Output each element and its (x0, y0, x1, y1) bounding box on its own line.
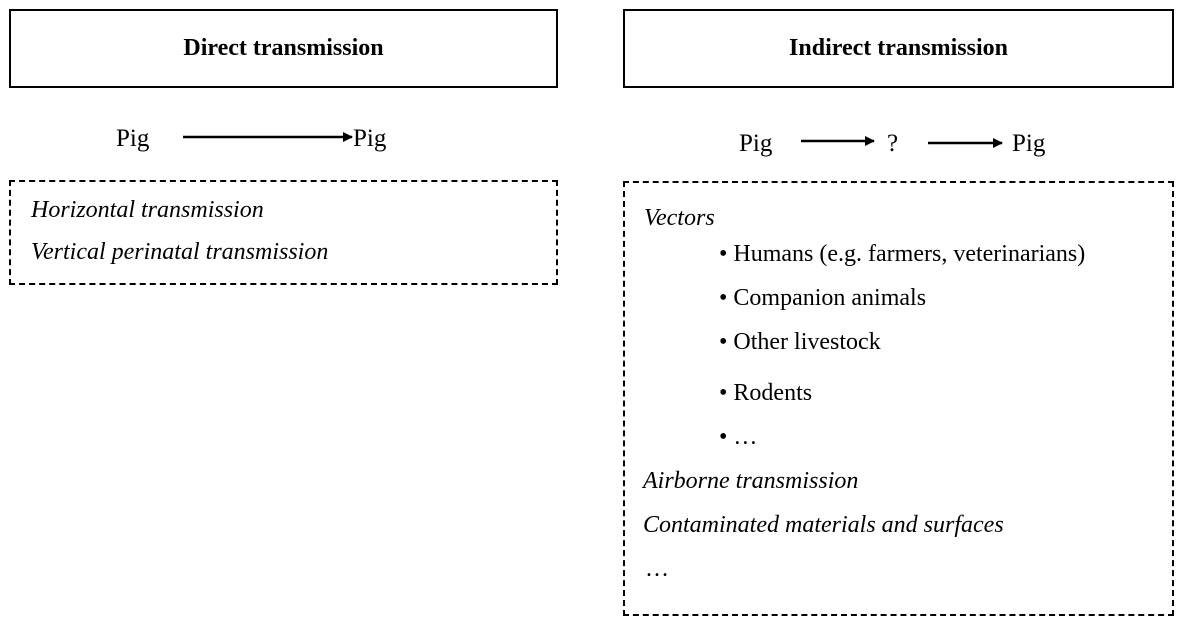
direct-source-pig: Pig (116, 125, 150, 152)
direct-transmission-title: Direct transmission (183, 35, 384, 61)
indirect-routes-box (623, 181, 1174, 616)
indirect-target-pig: Pig (1012, 130, 1046, 157)
indirect-intermediate: ? (887, 130, 899, 157)
route-contaminated-materials: Contaminated materials and surfaces (643, 512, 1004, 538)
vector-rodents: • Rodents (719, 380, 813, 406)
direct-routes-box (9, 180, 558, 285)
indirect-transmission-header: Indirect transmission (623, 9, 1174, 88)
route-horizontal: Horizontal transmission (31, 197, 264, 223)
indirect-source-pig: Pig (739, 130, 773, 157)
indirect-transmission-title: Indirect transmission (789, 35, 1008, 61)
route-airborne: Airborne transmission (643, 468, 859, 494)
vector-other-livestock: • Other livestock (719, 329, 881, 355)
direct-transmission-header: Direct transmission (9, 9, 558, 88)
direct-target-pig: Pig (353, 125, 387, 152)
vector-ellipsis: • … (719, 424, 758, 450)
vector-companion-animals: • Companion animals (719, 285, 927, 311)
vectors-label: Vectors (644, 205, 715, 231)
route-vertical-perinatal: Vertical perinatal transmission (31, 239, 329, 265)
vector-humans: • Humans (e.g. farmers, veterinarians) (719, 241, 1086, 267)
indirect-ellipsis: … (645, 556, 669, 582)
